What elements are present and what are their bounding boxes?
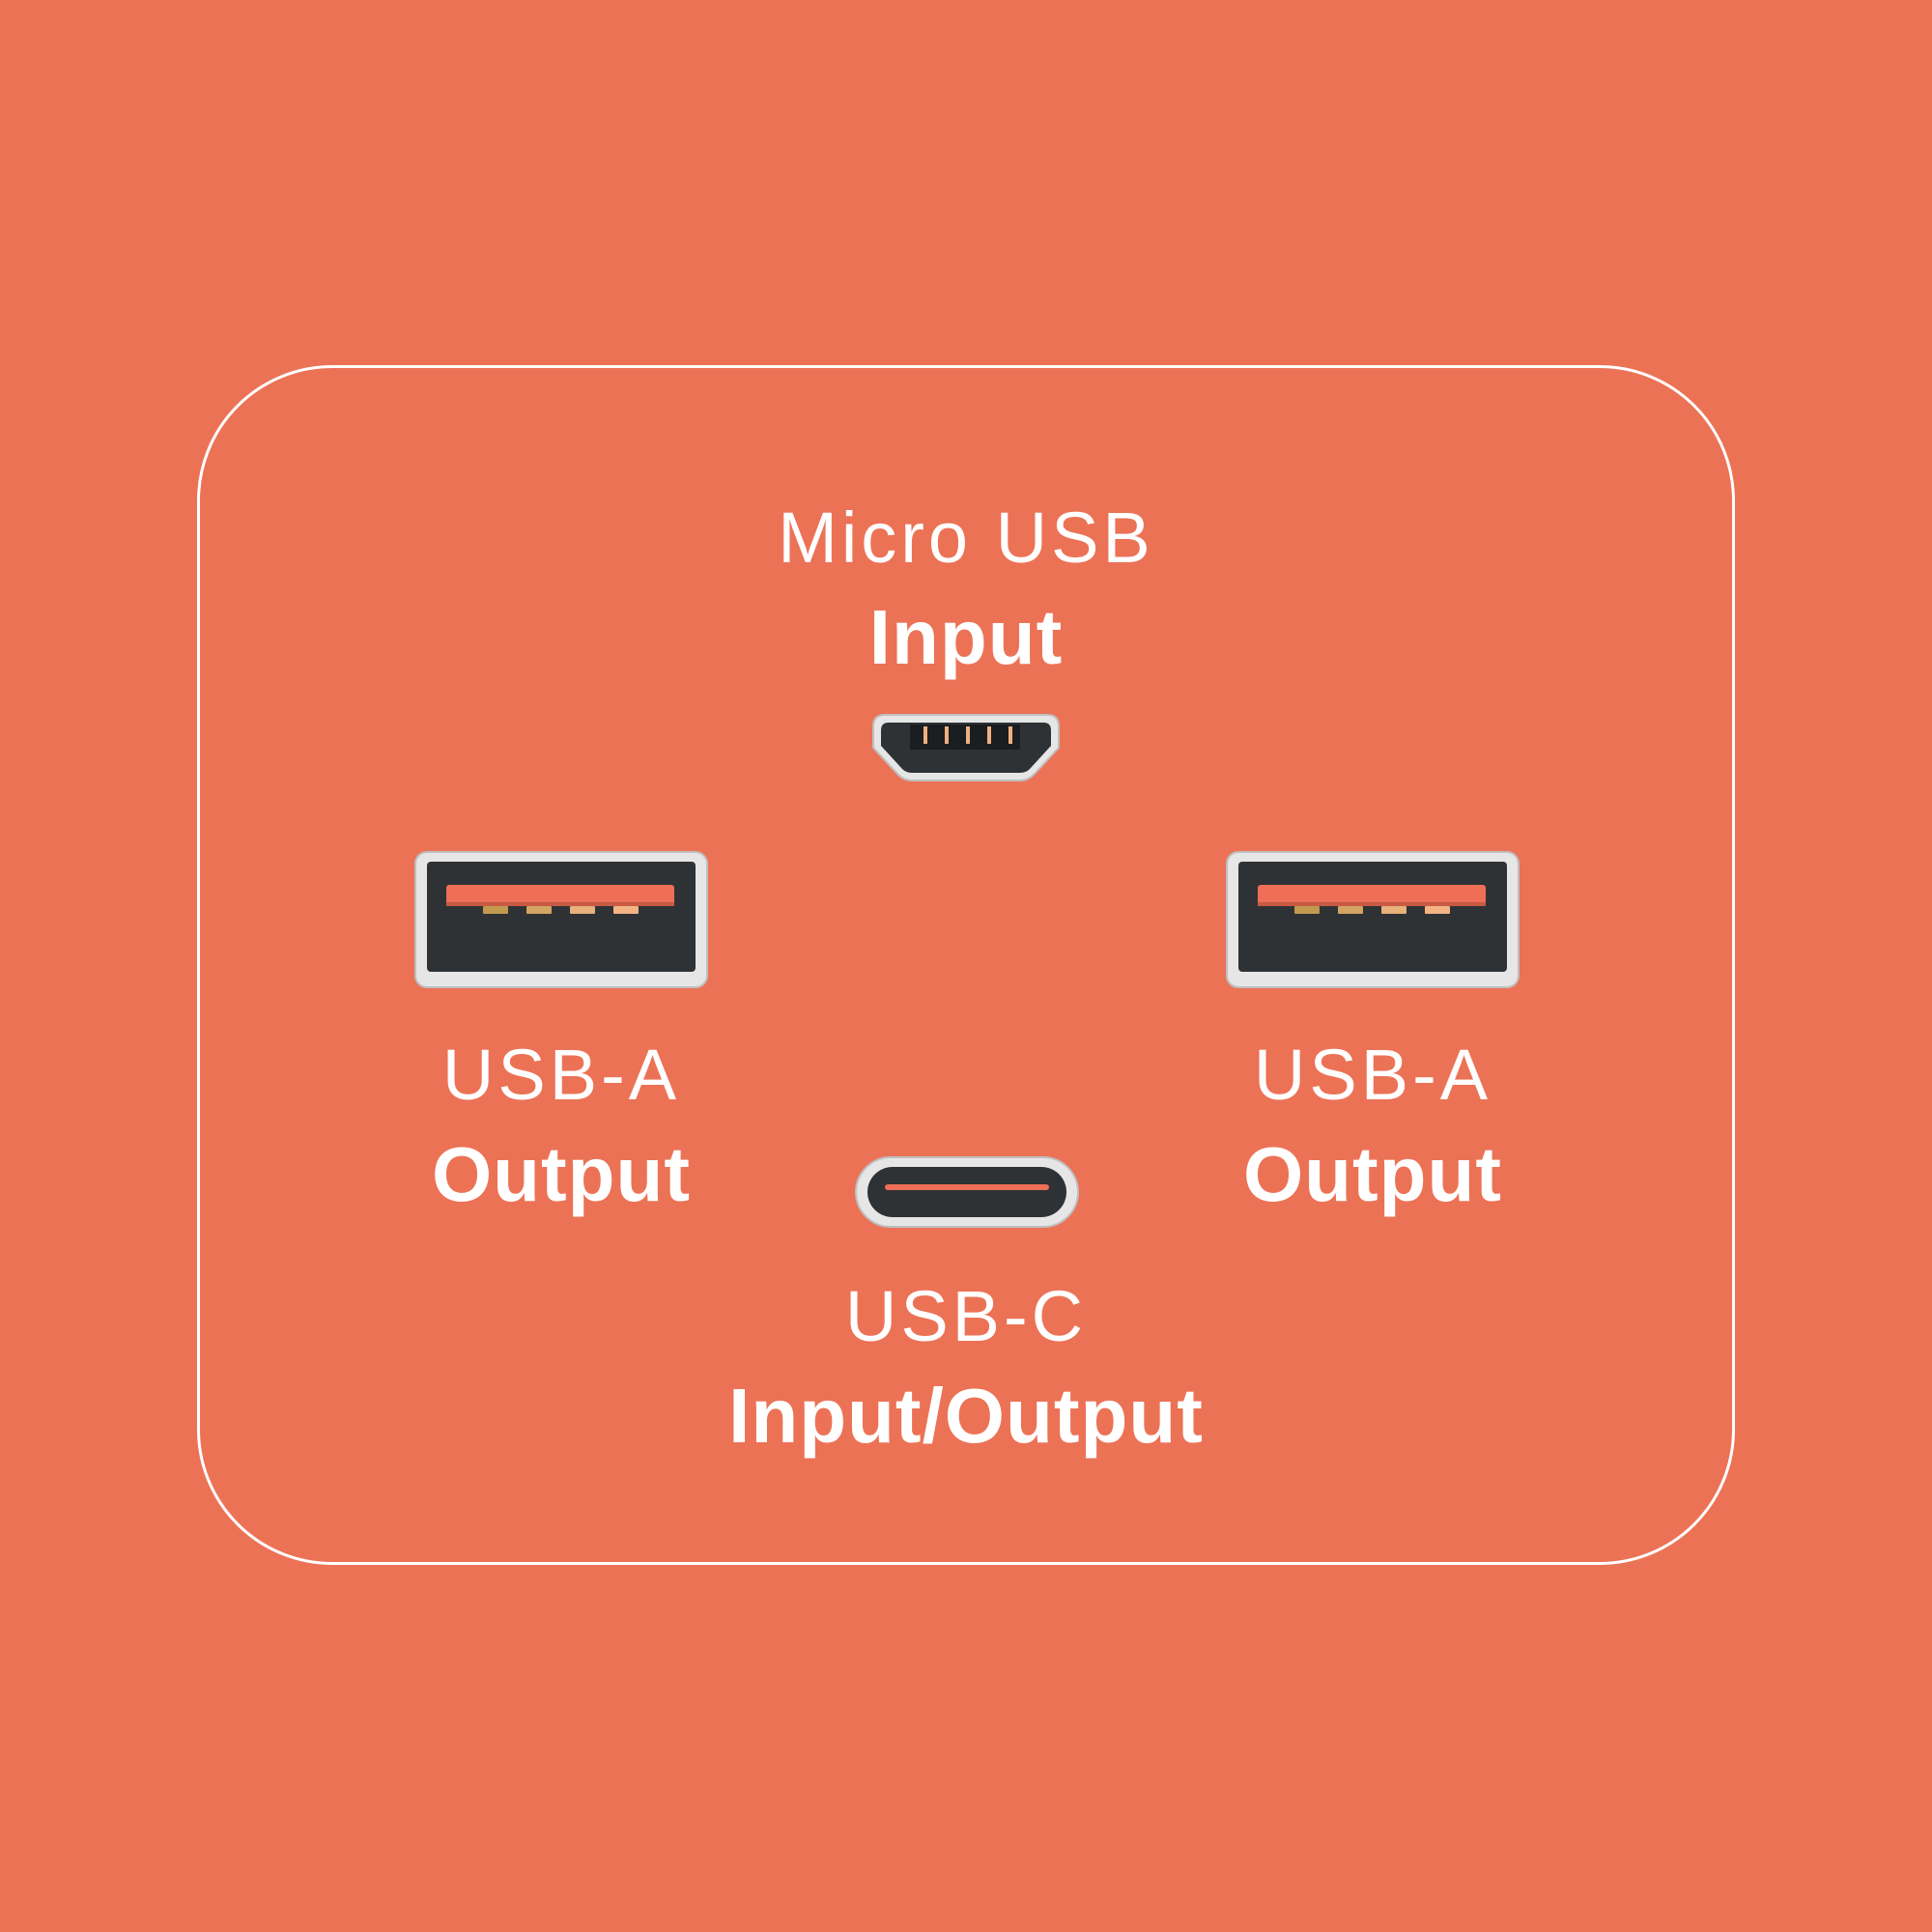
micro-usb-label: Micro USB Input (676, 502, 1256, 676)
device-panel-outline (197, 365, 1735, 1565)
micro-usb-port-icon (872, 714, 1060, 781)
usb-a-port-icon (414, 851, 708, 988)
usb-c-port-icon (855, 1156, 1079, 1228)
port-type-label: USB-A (1253, 1035, 1492, 1115)
micro-usb-tongue (910, 724, 1020, 750)
port-role-label: Output (1242, 1131, 1503, 1217)
usb-a-left-label: USB-A Output (271, 1039, 851, 1213)
port-role-label: Input/Output (728, 1373, 1204, 1459)
usb-a-port-icon (1226, 851, 1520, 988)
usb-a-right-label: USB-A Output (1083, 1039, 1662, 1213)
port-type-label: USB-C (844, 1276, 1088, 1356)
port-type-label: USB-A (441, 1035, 681, 1115)
port-type-label: Micro USB (778, 497, 1154, 578)
port-role-label: Output (431, 1131, 692, 1217)
port-role-label: Input (868, 594, 1064, 680)
micro-usb-pins (923, 726, 1012, 744)
usb-c-label: USB-C Input/Output (676, 1281, 1256, 1455)
